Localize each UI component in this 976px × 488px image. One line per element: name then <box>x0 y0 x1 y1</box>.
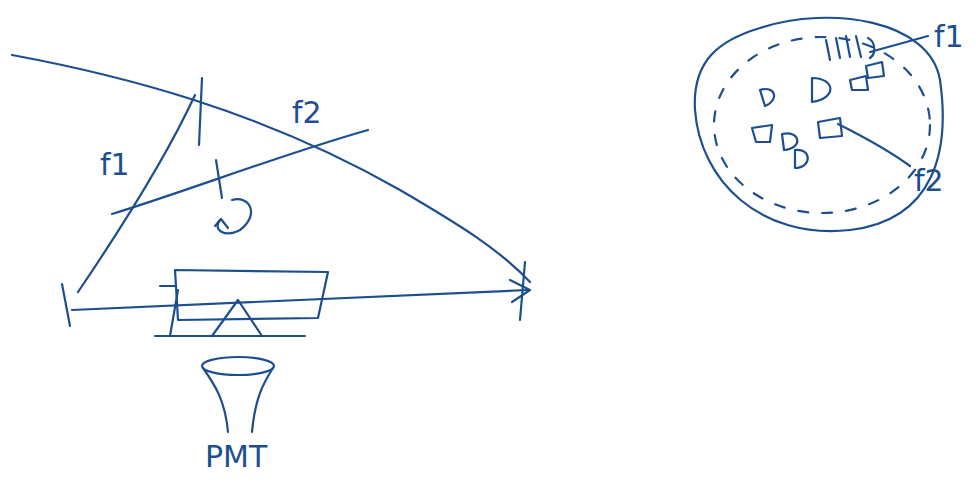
sketch-label: f1 <box>100 150 130 180</box>
pmt-body <box>252 368 273 432</box>
sketch-label: f2 <box>292 98 322 128</box>
filter-slot <box>812 78 830 102</box>
sample-cell <box>170 290 178 336</box>
rotation-axis <box>216 160 222 198</box>
light-path <box>12 55 530 282</box>
leader-line <box>838 124 910 166</box>
beam-tick <box>199 78 202 145</box>
filter-wheel <box>695 18 943 231</box>
filter-slot <box>850 76 868 90</box>
sketch-label: PMT <box>205 442 267 472</box>
light-cone <box>212 300 262 336</box>
leader-line <box>870 36 928 52</box>
sample-cell <box>160 285 175 287</box>
filter-slot <box>818 118 842 138</box>
filter-slot <box>795 150 808 168</box>
sample-cell <box>175 270 328 320</box>
rotation-arrowhead <box>215 219 228 228</box>
arrowhead <box>510 280 530 302</box>
light-path <box>72 290 528 310</box>
wheel-track <box>714 37 930 213</box>
filter-line <box>112 130 368 214</box>
pmt-window <box>202 357 274 375</box>
pmt-body <box>203 368 228 432</box>
end-tick <box>520 262 525 320</box>
sketch-label: f2 <box>914 166 944 196</box>
rotation-arrow <box>218 199 251 233</box>
sketch-label: f1 <box>934 22 964 52</box>
filter-slot <box>782 133 797 150</box>
end-tick <box>62 284 70 326</box>
sample-base <box>155 335 305 337</box>
filter-slot <box>752 125 772 142</box>
filter-slot <box>760 89 774 106</box>
filter-slot <box>866 62 884 78</box>
filter-slots <box>826 36 874 60</box>
